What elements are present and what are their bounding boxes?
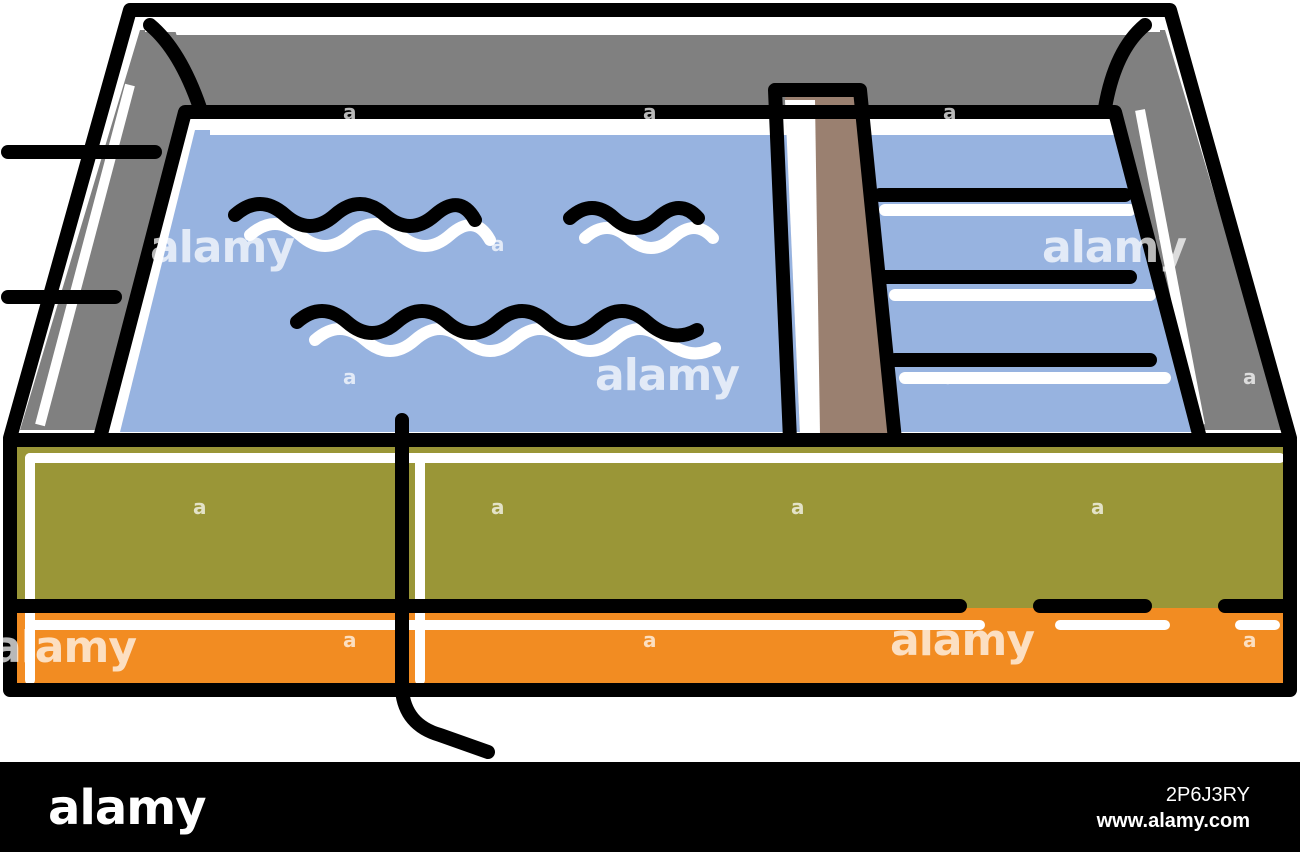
soil-highlights bbox=[25, 453, 1285, 685]
back-wall bbox=[160, 35, 1150, 105]
image-id: 2P6J3RY bbox=[1165, 784, 1250, 806]
water-waves bbox=[228, 197, 721, 360]
drain-pipe bbox=[395, 413, 495, 759]
ladder-post-highlight bbox=[785, 100, 820, 435]
swimming-pool-illustration bbox=[1, 3, 1297, 759]
footer-url: www.alamy.com bbox=[1096, 810, 1250, 832]
footer-logo: alamy bbox=[48, 780, 207, 836]
ladder-rungs bbox=[873, 188, 1171, 384]
right-wall bbox=[1105, 30, 1285, 430]
footer-bar: alamy 2P6J3RY www.alamy.com bbox=[0, 762, 1300, 852]
outlines bbox=[1, 3, 1297, 697]
soil-upper-layer bbox=[10, 440, 1290, 608]
